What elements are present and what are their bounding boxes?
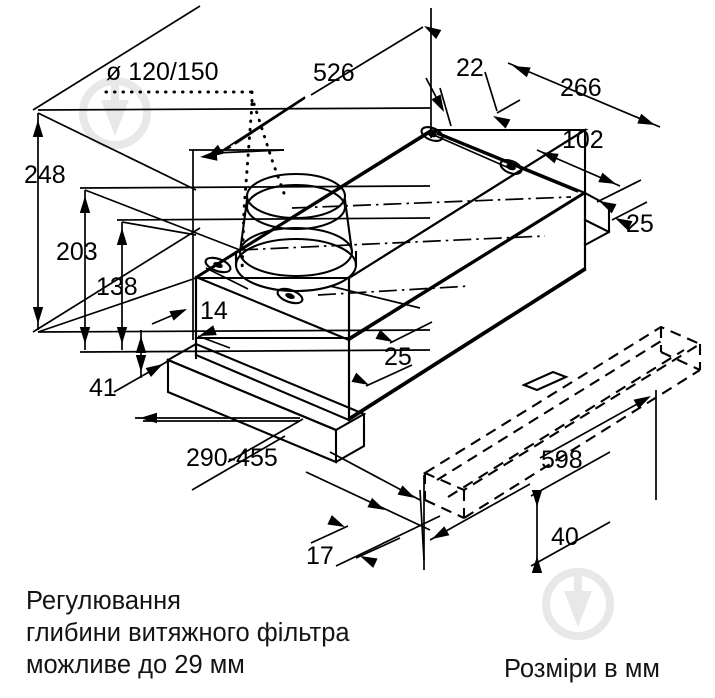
label-41: 41 bbox=[89, 374, 117, 402]
drawer-handle-detail bbox=[521, 370, 569, 392]
label-25-right: 25 bbox=[626, 210, 654, 238]
dimension-290-455-leader bbox=[305, 471, 431, 531]
hood-body-right-step bbox=[583, 191, 611, 247]
label-25-center: 25 bbox=[384, 343, 412, 371]
dimension-203: 203 bbox=[56, 185, 431, 353]
duct-collar-adapter bbox=[204, 172, 471, 309]
hood-front-trim-bar bbox=[165, 342, 367, 464]
label-526: 526 bbox=[313, 59, 355, 87]
dimension-248: 248 bbox=[24, 5, 201, 333]
dimension-290-455: 290-455 bbox=[135, 412, 421, 503]
dimension-248-extension bbox=[37, 107, 431, 333]
pullout-filter-drawer bbox=[422, 325, 703, 519]
label-102: 102 bbox=[562, 126, 604, 154]
dimension-40: 40 bbox=[530, 451, 611, 573]
dimension-17: 17 bbox=[306, 515, 441, 570]
label-14: 14 bbox=[200, 297, 228, 325]
note-line-3: можливе до 29 мм bbox=[26, 651, 245, 679]
top-face-mounting-rails bbox=[239, 133, 579, 251]
dimension-266: 266 bbox=[507, 61, 661, 130]
dimension-598: 598 bbox=[423, 390, 657, 570]
label-248: 248 bbox=[24, 161, 66, 189]
mounting-screw-bosses bbox=[420, 126, 523, 175]
watermark-logo-bottom-right bbox=[542, 568, 614, 640]
label-598: 598 bbox=[541, 446, 583, 474]
label-203: 203 bbox=[56, 238, 98, 266]
hood-body-solid-outline bbox=[194, 128, 587, 342]
dimension-14: 14 bbox=[151, 150, 231, 349]
dimension-22: 22 bbox=[425, 54, 521, 129]
dimension-25-center: 25 bbox=[351, 321, 433, 390]
dimension-526-leader bbox=[203, 97, 306, 163]
label-duct-diameter: ø 120/150 bbox=[106, 58, 219, 86]
note-line-2: глибини витяжного фільтра bbox=[26, 619, 350, 647]
note-line-1: Регулювання bbox=[26, 587, 181, 615]
reference-construction-lines bbox=[37, 112, 425, 561]
dimension-102: 102 bbox=[536, 126, 621, 189]
label-290-455: 290-455 bbox=[186, 444, 278, 472]
dimension-duct-diameter: ø 120/150 bbox=[104, 58, 287, 274]
dimension-41: 41 bbox=[89, 330, 171, 402]
label-22: 22 bbox=[456, 54, 484, 82]
label-40: 40 bbox=[551, 523, 579, 551]
dimension-526: 526 bbox=[189, 8, 442, 163]
units-note: Розміри в мм bbox=[504, 655, 660, 683]
watermark-logo-top-left bbox=[79, 77, 151, 149]
dimension-25-right: 25 bbox=[596, 179, 654, 238]
dimension-138: 138 bbox=[96, 217, 431, 350]
label-138: 138 bbox=[96, 273, 138, 301]
label-17: 17 bbox=[306, 542, 334, 570]
label-266: 266 bbox=[560, 74, 602, 102]
